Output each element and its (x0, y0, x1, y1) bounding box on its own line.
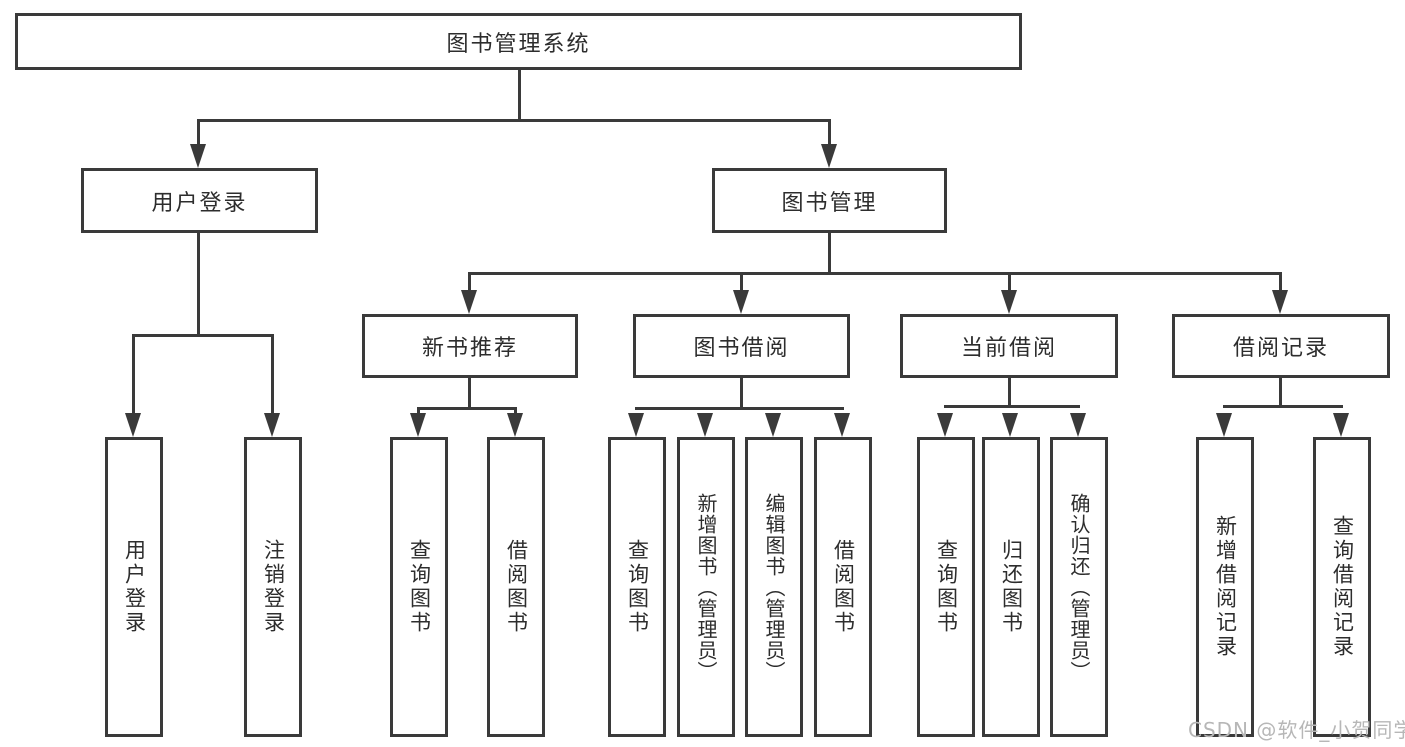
connector-stem-leaf (271, 334, 274, 416)
node-user-login: 用户登录 (81, 168, 318, 233)
node-book-borrow-label: 图书借阅 (693, 336, 790, 361)
node-new-book-recommend: 新书推荐 (362, 314, 578, 378)
node-new-book-recommend-label: 新书推荐 (421, 336, 518, 361)
arrow-down-icon (1001, 290, 1017, 314)
node-book-borrow: 图书借阅 (633, 314, 850, 378)
connector-stem-group (1279, 272, 1282, 292)
leaf-cb-return-books-label: 归还图书 (999, 539, 1024, 635)
node-user-login-label: 用户登录 (151, 190, 248, 216)
leaf-nbr-borrow-books: 借阅图书 (487, 437, 545, 737)
connector-nbr-split (417, 407, 517, 410)
arrow-down-icon (507, 413, 523, 437)
connector-stem-user-login (197, 119, 200, 148)
arrow-down-icon (821, 144, 837, 168)
watermark: CSDN @软件_小贺同学 (1188, 718, 1405, 742)
connector-cb-split (944, 405, 1080, 408)
leaf-user-login: 用户登录 (105, 437, 163, 737)
leaf-nbr-borrow-books-label: 借阅图书 (504, 539, 529, 635)
node-book-management: 图书管理 (712, 168, 947, 233)
leaf-bb-edit-books-admin: 编辑图书（管理员） (745, 437, 803, 737)
connector-nbr-drop (468, 378, 471, 410)
leaf-bb-add-books-admin: 新增图书（管理员） (677, 437, 735, 737)
connector-bb-drop (740, 378, 743, 410)
arrow-down-icon (834, 413, 850, 437)
arrow-down-icon (1272, 290, 1288, 314)
node-current-borrow: 当前借阅 (900, 314, 1118, 378)
connector-stem-book-management (828, 119, 831, 148)
leaf-user-login-label: 用户登录 (122, 539, 147, 635)
leaf-cb-return-books: 归还图书 (982, 437, 1040, 737)
arrow-down-icon (190, 144, 206, 168)
node-root-label: 图书管理系统 (446, 31, 591, 57)
leaf-bb-borrow-books: 借阅图书 (814, 437, 872, 737)
connector-book-management-split (469, 272, 1282, 275)
arrow-down-icon (410, 413, 426, 437)
connector-stem-group (740, 272, 743, 292)
connector-user-login-split (132, 334, 274, 337)
leaf-logout-login: 注销登录 (244, 437, 302, 737)
node-root: 图书管理系统 (15, 13, 1022, 70)
node-borrow-records-label: 借阅记录 (1232, 336, 1329, 361)
leaf-br-query-record: 查询借阅记录 (1313, 437, 1371, 737)
arrow-down-icon (1002, 413, 1018, 437)
arrow-down-icon (461, 290, 477, 314)
arrow-down-icon (125, 413, 141, 437)
arrow-down-icon (1333, 413, 1349, 437)
connector-book-management-drop (828, 233, 831, 275)
connector-bb-split (635, 407, 844, 410)
leaf-bb-add-books-admin-label: 新增图书（管理员） (694, 492, 718, 682)
arrow-down-icon (697, 413, 713, 437)
leaf-bb-query-books: 查询图书 (608, 437, 666, 737)
connector-stem-leaf (514, 407, 517, 417)
leaf-nbr-query-books-label: 查询图书 (407, 539, 432, 635)
connector-stem-group (468, 272, 471, 292)
leaf-br-add-record: 新增借阅记录 (1196, 437, 1254, 737)
connector-br-split (1223, 405, 1343, 408)
connector-br-drop (1279, 378, 1282, 408)
connector-stem-leaf (417, 407, 420, 417)
connector-root-split (197, 119, 831, 122)
leaf-cb-query-books: 查询图书 (917, 437, 975, 737)
arrow-down-icon (765, 413, 781, 437)
arrow-down-icon (937, 413, 953, 437)
arrow-down-icon (1070, 413, 1086, 437)
leaf-cb-query-books-label: 查询图书 (934, 539, 959, 635)
leaf-bb-borrow-books-label: 借阅图书 (831, 539, 856, 635)
leaf-nbr-query-books: 查询图书 (390, 437, 448, 737)
arrow-down-icon (264, 413, 280, 437)
leaf-br-add-record-label: 新增借阅记录 (1213, 515, 1238, 659)
leaf-cb-confirm-return-admin: 确认归还（管理员） (1050, 437, 1108, 737)
connector-cb-drop (1008, 378, 1011, 408)
leaf-bb-query-books-label: 查询图书 (625, 539, 650, 635)
arrow-down-icon (733, 290, 749, 314)
node-current-borrow-label: 当前借阅 (960, 336, 1057, 361)
leaf-br-query-record-label: 查询借阅记录 (1330, 515, 1355, 659)
connector-stem-group (1008, 272, 1011, 292)
arrow-down-icon (628, 413, 644, 437)
node-book-management-label: 图书管理 (781, 190, 878, 216)
leaf-bb-edit-books-admin-label: 编辑图书（管理员） (762, 492, 786, 682)
leaf-logout-login-label: 注销登录 (261, 539, 286, 635)
connector-root-drop (518, 69, 521, 122)
node-borrow-records: 借阅记录 (1172, 314, 1390, 378)
arrow-down-icon (1216, 413, 1232, 437)
leaf-cb-confirm-return-admin-label: 确认归还（管理员） (1067, 492, 1091, 682)
connector-stem-leaf (132, 334, 135, 416)
connector-user-login-drop (197, 233, 200, 337)
